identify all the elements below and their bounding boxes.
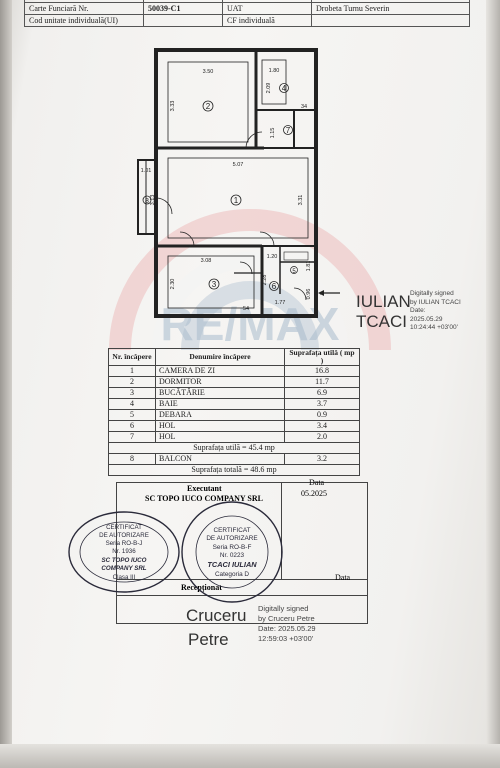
cod-ui-label: Cod unitate individuală(UI) [24, 14, 144, 27]
dim-label: 2.28 [262, 275, 268, 286]
totala-total: Suprafața totală = 48.6 mp [108, 464, 360, 476]
dim-label: 34 [301, 104, 307, 110]
signature2-meta-line: 12:59:03 +03'00' [258, 634, 314, 643]
stamp1-line: CERTIFICAT [106, 524, 142, 531]
paper-edge-left [0, 0, 12, 768]
dim-label: 54 [243, 306, 249, 312]
executant-block: Executant SC TOPO IUCO COMPANY SRL Data … [116, 478, 368, 624]
signature1-meta-line: Date: [410, 307, 426, 314]
signature2-meta: Digitally signed by Cruceru Petre Date: … [258, 604, 368, 644]
uat-label: UAT [222, 2, 312, 15]
dim-label: 2.09 [266, 83, 272, 94]
stamp1-line: DE AUTORIZARE [99, 532, 149, 539]
floor-plan: 2 4 7 1 8 3 6 5 3.50 1.80 3.33 2.09 34 1… [137, 48, 324, 318]
dim-label: 1.20 [267, 254, 278, 260]
watermark-text: RE/MAX [161, 298, 340, 350]
data-value: 05.2025 [301, 489, 327, 498]
stamp2-line: Seria RO-B-F [213, 544, 252, 551]
signature2-meta-line: Date: 2025.05.29 [258, 624, 316, 633]
paper-edge-bottom [0, 744, 500, 768]
dim-label: 1.01 [141, 168, 152, 174]
dim-label: 1.77 [275, 300, 286, 306]
dim-label: 1.15 [270, 128, 276, 139]
signature1-meta: Digitally signed by IULIAN TCACI Date: 2… [410, 290, 461, 333]
room-5-label: 5 [292, 269, 296, 275]
stamp1-line: COMPANY SRL [101, 565, 146, 572]
rooms-table: Nr. încăpere Denumire încăpere Suprafața… [108, 348, 360, 476]
signature2-meta-line: by Cruceru Petre [258, 614, 315, 623]
stamp2-line: Categoria D [215, 571, 249, 578]
room-6-label: 6 [272, 282, 277, 291]
col-header-suprafata: Suprafața utilă ( mp ) [284, 348, 360, 366]
signature1-meta-line: by IULIAN TCACI [410, 298, 461, 306]
dim-label: 3.13 [150, 195, 156, 206]
cadastral-header-table: Carte Funciară Nr. 50039-C1 UAT Drobeta … [24, 0, 470, 27]
signature1-name-line1: IULIAN [356, 292, 411, 311]
signature1-meta-line: 10:24:44 +03'00' [410, 324, 458, 331]
signature1-meta-line: 2025.05.29 [410, 315, 443, 323]
paper-edge-right [486, 0, 500, 768]
dim-label: 0.96 [306, 289, 312, 300]
tcaci-iulian-stamp: CERTIFICAT DE AUTORIZARE Seria RO-B-F Nr… [181, 501, 283, 603]
stamp2-line: TCACI IULIAN [207, 560, 257, 569]
stamp2-line: Nr. 0223 [220, 552, 245, 559]
room-3-label: 3 [212, 280, 217, 289]
uat-value: Drobeta Turnu Severin [311, 2, 470, 15]
utila-total-row: Suprafața utilă = 45.4 mp [108, 442, 360, 454]
dim-label: 3.50 [203, 69, 214, 75]
dim-label: 3.08 [201, 258, 212, 264]
room-2-label: 2 [206, 102, 211, 111]
dim-label: 1.80 [269, 68, 280, 74]
topo-iuco-stamp: CERTIFICAT DE AUTORIZARE Seria RO-B-J Nr… [68, 511, 180, 593]
executant-company: SC TOPO IUCO COMPANY SRL [145, 494, 263, 503]
dim-label: 3.31 [298, 195, 304, 206]
totala-row: Suprafața totală = 48.6 mp [108, 464, 360, 476]
room-8-label: 8 [145, 198, 149, 205]
data-label: Data [309, 478, 325, 487]
remax-watermark: RE/MAX [109, 209, 391, 351]
dim-label: 2.30 [170, 279, 176, 290]
room-1-label: 1 [234, 196, 239, 205]
room-4-label: 4 [282, 84, 287, 93]
data-label-2: Data [335, 573, 351, 582]
stamp2-line: DE AUTORIZARE [206, 535, 257, 542]
signature2-name-line1: Cruceru [186, 606, 247, 625]
carte-funciara-label: Carte Funciară Nr. [24, 2, 144, 15]
room-7-label: 7 [286, 126, 291, 135]
signature1-meta-line: Digitally signed [410, 290, 454, 297]
stamp2-line: CERTIFICAT [213, 527, 250, 534]
stamp1-line: Clasa III [113, 574, 136, 581]
col-header-denumire: Denumire încăpere [155, 348, 285, 366]
dim-label: 1.81 [306, 261, 312, 272]
stamp1-line: Seria RO-B-J [106, 540, 143, 547]
signature1-name: IULIAN TCACI [356, 292, 411, 332]
col-header-nr: Nr. încăpere [108, 348, 156, 366]
dim-label: 3.33 [170, 101, 176, 112]
cf-individuala-label: CF individuală [222, 14, 312, 27]
executant-label: Executant [187, 484, 222, 493]
signature2-meta-line: Digitally signed [258, 604, 309, 613]
carte-funciara-value: 50039-C1 [143, 2, 223, 15]
receptionat-label: Recepționat [181, 583, 222, 592]
signature1-name-line2: TCACI [356, 312, 407, 331]
entry-arrow-icon [318, 290, 340, 296]
signature2-name-line2: Petre [188, 630, 229, 649]
stamp1-line: SC TOPO IUCO [102, 557, 147, 564]
stamp1-line: Nr. 1936 [112, 548, 136, 555]
utila-total: Suprafața utilă = 45.4 mp [108, 442, 360, 454]
dim-label: 5.07 [233, 162, 244, 168]
